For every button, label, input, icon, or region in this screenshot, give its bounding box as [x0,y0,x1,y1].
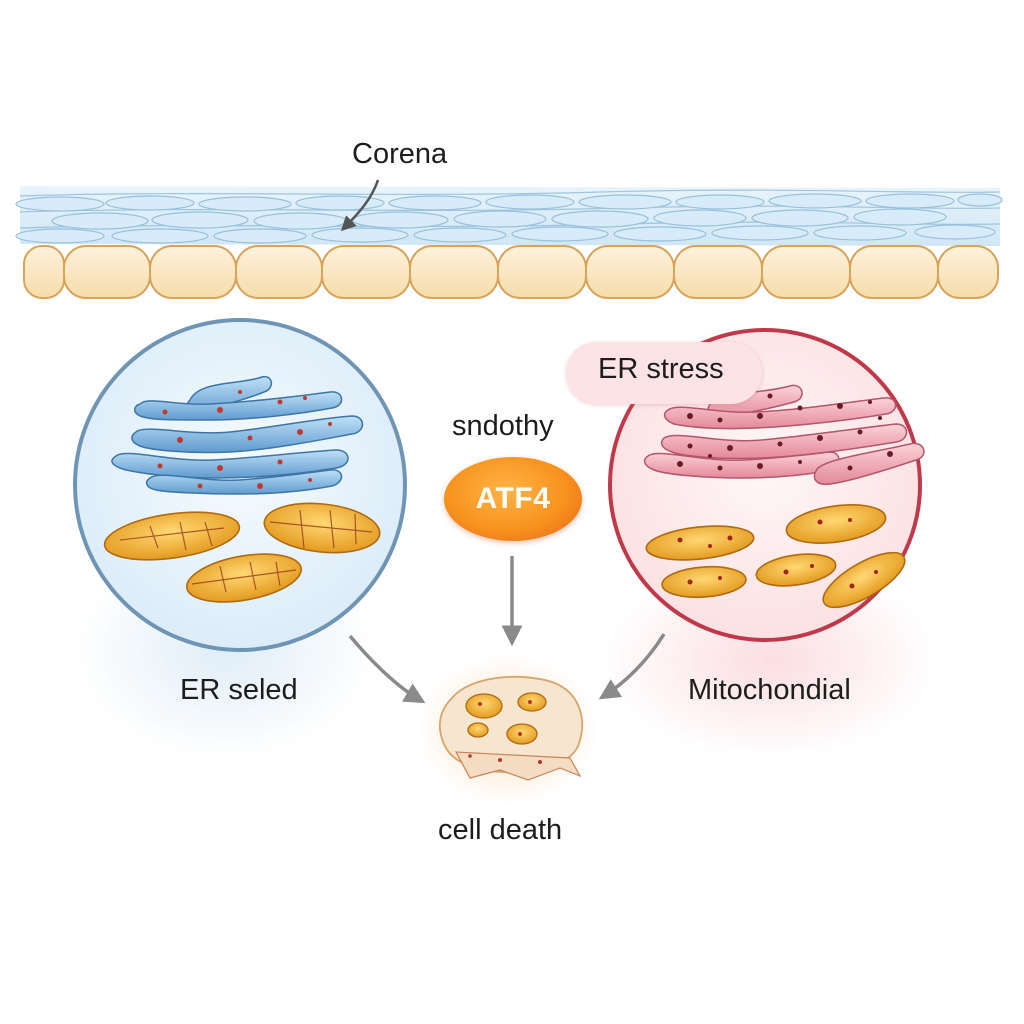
er-seled-label: ER seled [180,674,298,706]
sndothy-label: sndothy [452,410,554,442]
corneal-epithelium [15,186,1003,246]
stressed-mitochondria-icon [645,504,906,609]
corena-label: Corena [352,138,448,170]
atf4-badge: ATF4 [444,457,582,541]
dying-cell-icon [438,675,583,781]
healthy-mitochondria-cristae [119,509,373,593]
cell-death-label: cell death [438,814,563,846]
stressed-mitochondria-spots [677,518,878,589]
arrow-mito-to-death [598,633,666,700]
er-stress-label: ER stress [598,353,724,385]
corneal-endothelium [23,245,999,299]
pathway-arrows [348,556,666,704]
healthy-er-icon [111,375,364,495]
stressed-er-spots [677,393,893,471]
corena-pointer-arrow [340,179,380,232]
stressed-cell-icon [608,328,925,642]
arrow-er-to-death [348,634,426,704]
healthy-cell-icon [73,318,407,652]
mitochondial-label: Mitochondial [688,674,851,706]
er-stress-pill [566,342,762,404]
healthy-er-spots [157,390,332,489]
atf4-label: ATF4 [475,482,551,515]
